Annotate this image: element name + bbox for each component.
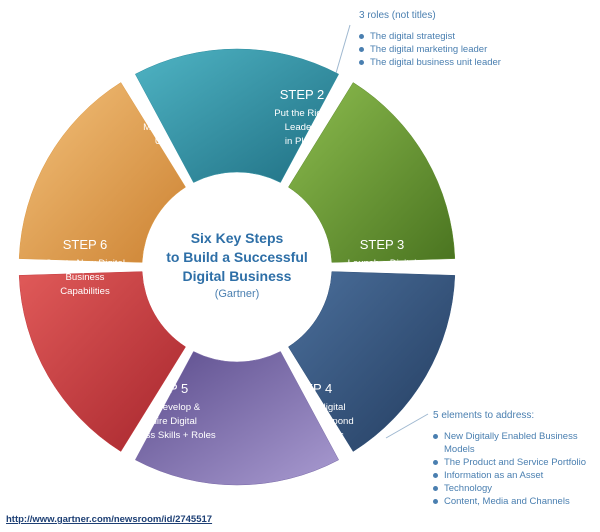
bullet-icon — [433, 434, 438, 439]
step-1-segment — [18, 82, 186, 263]
steps-ring: STEP 1Create the RightMindset and Shared… — [18, 48, 456, 486]
elements-list-item-text: The Product and Service Portfolio — [444, 457, 587, 468]
step-6-segment — [18, 271, 186, 452]
step-3-title: STEP 3 — [360, 237, 405, 252]
step-3-text-line: Launch a Digital — [348, 258, 417, 269]
roles-list-item-text: The digital strategist — [370, 31, 456, 42]
step-2-title: STEP 2 — [280, 87, 325, 102]
roles-note-heading: 3 roles (not titles) — [359, 10, 436, 21]
step-4-segment — [288, 271, 456, 452]
elements-list-item-text: Content, Media and Channels — [444, 496, 570, 507]
roles-list-item-text: The digital business unit leader — [370, 57, 501, 68]
center-title-line-3: Digital Business — [183, 268, 292, 284]
bullet-icon — [433, 499, 438, 504]
step-3-segment — [288, 82, 456, 263]
elements-list-item: Information as an Asset — [433, 469, 600, 482]
step-5-text-line: Acquire Digital — [135, 416, 197, 427]
elements-list-item-text: Information as an Asset — [444, 470, 544, 481]
step-6-title: STEP 6 — [63, 237, 108, 252]
elements-list-item: New Digitally Enabled Business Models — [433, 430, 600, 456]
step-2-text-line: Put the Right — [274, 108, 330, 119]
bullet-icon — [433, 486, 438, 491]
step-2-text-line: in Place — [285, 136, 319, 147]
step-6-text-line: Business — [66, 272, 105, 283]
bullet-icon — [359, 34, 364, 39]
center-title-line-2: to Build a Successful — [166, 249, 308, 265]
bullet-icon — [359, 47, 364, 52]
step-5-text-line: Find, Develop & — [132, 402, 201, 413]
source-url-link[interactable]: http://www.gartner.com/newsroom/id/27455… — [6, 514, 213, 525]
elements-connector-line — [385, 413, 429, 439]
roles-note: 3 roles (not titles) The digital strateg… — [359, 10, 599, 69]
roles-list-item: The digital business unit leader — [359, 56, 599, 69]
elements-note: 5 elements to address: New Digitally Ena… — [433, 410, 600, 508]
step-5-segment — [134, 351, 340, 486]
roles-list: The digital strategist The digital marke… — [359, 30, 599, 69]
roles-list-item: The digital marketing leader — [359, 43, 599, 56]
elements-list-item-text: Technology — [444, 483, 493, 494]
bullet-icon — [433, 460, 438, 465]
elements-list: New Digitally Enabled Business Models Th… — [433, 430, 600, 508]
roles-list-item-text: The digital marketing leader — [370, 44, 488, 55]
bullet-icon — [359, 60, 364, 65]
step-2-text-line: Leaders — [285, 122, 320, 133]
center-title-line-1: Six Key Steps — [191, 230, 284, 246]
roles-connector-line — [333, 24, 351, 81]
roles-list-item: The digital strategist — [359, 30, 599, 43]
elements-note-heading: 5 elements to address: — [433, 410, 535, 421]
elements-list-item: The Product and Service Portfolio — [433, 456, 600, 469]
step-6-text-line: Create New Digital — [45, 258, 125, 269]
step-6-text-line: Capabilities — [60, 286, 110, 297]
elements-list-item: Content, Media and Channels — [433, 495, 600, 508]
elements-list-item-text: New Digitally Enabled Business Models — [444, 431, 578, 455]
bullet-icon — [433, 473, 438, 478]
step-5-text-line: Business Skills + Roles — [116, 430, 216, 441]
step-2-segment — [134, 48, 340, 183]
elements-list-item: Technology — [433, 482, 600, 495]
center-subtitle: (Gartner) — [215, 288, 260, 300]
